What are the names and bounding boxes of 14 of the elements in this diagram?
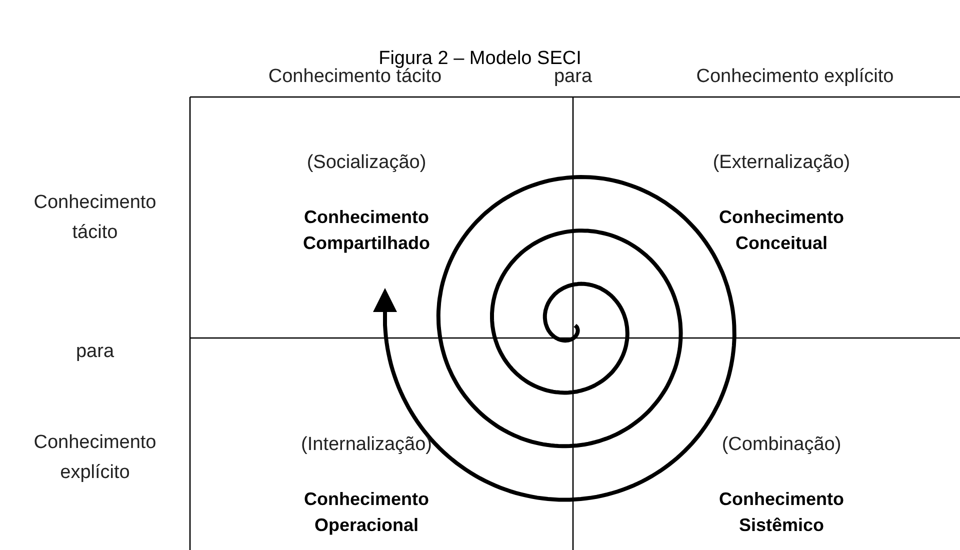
quadrant-heading: (Externalização) [712,152,852,174]
quadrant-heading: (Combinação) [720,434,842,456]
quadrant-heading: (Internalização) [300,434,433,456]
axis-label: Conhecimento explícito [32,431,158,485]
quadrant-title: Conhecimento Compartilhado [302,206,431,255]
axis-label: Conhecimento explícito [695,66,895,88]
quadrant-title: Conhecimento Conceitual [718,206,845,255]
quadrant-title: Conhecimento Sistêmico [718,488,845,537]
quadrant-title: Conhecimento Operacional [302,488,430,537]
axis-label: para [552,66,594,88]
axis-label: para [74,341,116,363]
figure-title: Figura 2 – Modelo SECI [378,48,582,69]
quadrant-heading: (Socialização) [306,152,428,174]
axis-label: Conhecimento tácito [32,191,158,245]
